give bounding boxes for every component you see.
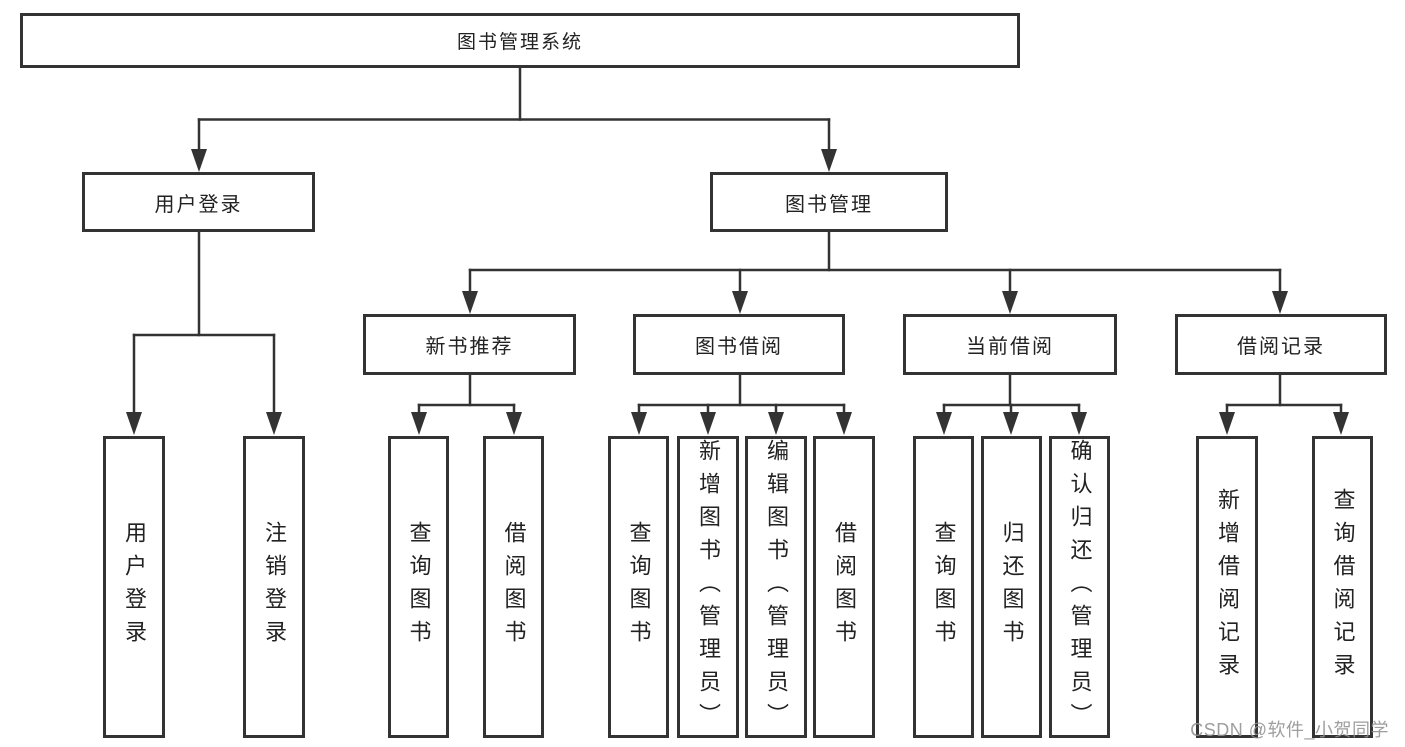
node-current-borrow: 当前借阅	[903, 314, 1117, 375]
leaf-logout: 注销登录	[243, 436, 305, 738]
leaf-records-add-record: 新增借阅记录	[1196, 436, 1258, 738]
leaf-recommend-query-books: 查询图书	[388, 436, 449, 738]
node-borrow-records: 借阅记录	[1175, 314, 1387, 375]
leaf-current-confirm-return-admin: 确认归还（管理员）	[1049, 436, 1110, 738]
arrowhead-icons	[126, 149, 1349, 435]
leaf-borrow-borrow-books: 借阅图书	[813, 436, 875, 738]
leaf-current-return-books: 归还图书	[981, 436, 1042, 738]
node-book-borrow: 图书借阅	[633, 314, 845, 375]
leaf-records-query-record: 查询借阅记录	[1312, 436, 1373, 738]
leaf-current-query-books: 查询图书	[913, 436, 974, 738]
node-new-book-recommend: 新书推荐	[363, 314, 576, 375]
leaf-recommend-borrow-books: 借阅图书	[483, 436, 544, 738]
node-root: 图书管理系统	[20, 13, 1020, 68]
leaf-borrow-add-books-admin: 新增图书（管理员）	[677, 436, 739, 738]
leaf-borrow-query-books: 查询图书	[608, 436, 669, 738]
node-book-management: 图书管理	[710, 172, 948, 232]
node-user-login: 用户登录	[82, 172, 315, 232]
leaf-borrow-edit-books-admin: 编辑图书（管理员）	[745, 436, 807, 738]
watermark: CSDN @软件_小贺同学	[1190, 720, 1389, 740]
leaf-user-login: 用户登录	[103, 436, 165, 738]
